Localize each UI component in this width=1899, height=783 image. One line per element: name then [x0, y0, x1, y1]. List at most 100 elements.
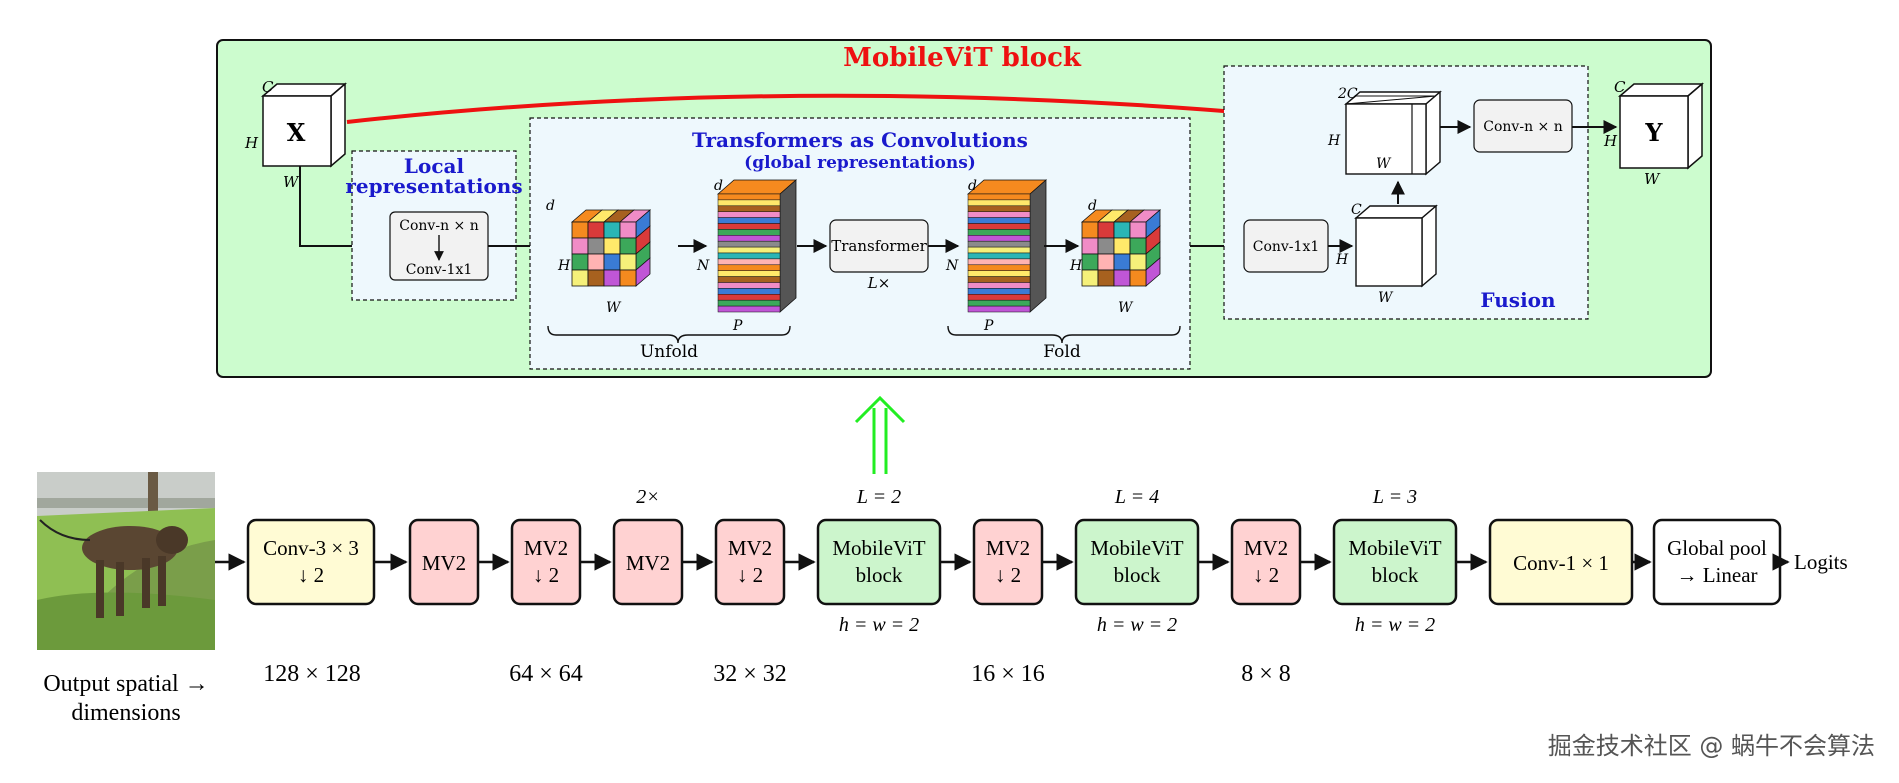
- local-conv-bottom: Conv-1x1: [406, 262, 473, 278]
- stage-label-line1: MV2: [626, 551, 670, 575]
- residual-connection-arrow: [346, 93, 1341, 131]
- dim-n-label: N: [696, 258, 710, 274]
- stage-label-line1: MV2: [728, 536, 772, 560]
- dim-w-label: W: [1644, 170, 1661, 188]
- local-title-line2: representations: [345, 174, 522, 198]
- output-label: Y: [1644, 118, 1663, 147]
- stage-box: [714, 518, 786, 606]
- pipeline-stage-5: MV2↓ 2: [714, 518, 816, 606]
- transformer-label: Transformer: [831, 237, 927, 255]
- stage-label-line1: MV2: [1244, 536, 1288, 560]
- concatenated-cube: [1345, 103, 1427, 175]
- dim-w-label: W: [283, 173, 300, 191]
- spatial-dims-label-line2: dimensions: [71, 700, 180, 726]
- stage-above-label: L = 3: [1372, 486, 1417, 508]
- stage-box: [1074, 518, 1200, 606]
- spatial-dim-value: 32 × 32: [713, 661, 787, 687]
- pipeline-stage-4: MV2 2×: [612, 486, 714, 606]
- dim-w-label: W: [606, 300, 622, 316]
- stage-below-label: h = w = 2: [1355, 614, 1435, 636]
- fusion-title: Fusion: [1480, 288, 1556, 312]
- dim-d-label: d: [546, 198, 555, 214]
- fold-brace: [947, 325, 1181, 344]
- stage-box: [1230, 518, 1302, 606]
- dim-c-label: C: [1614, 78, 1626, 96]
- stage-box: [1332, 518, 1458, 606]
- stage-box: [246, 518, 376, 606]
- dim-n-label: N: [945, 258, 959, 274]
- dim-h-label: H: [1335, 252, 1349, 268]
- spatial-dim-value: 16 × 16: [971, 661, 1045, 687]
- pipeline-stage-3: MV2↓ 2: [510, 518, 612, 606]
- stage-label-line1: MV2: [986, 536, 1030, 560]
- input-image: [37, 472, 215, 650]
- stage-below-label: h = w = 2: [839, 614, 919, 636]
- transformers-subtitle: (global representations): [744, 153, 976, 173]
- dim-w-label: W: [1378, 290, 1394, 306]
- dim-d-label: d: [1088, 198, 1097, 214]
- stage-label-line2: ↓ 2: [995, 563, 1021, 587]
- stage-below-label: h = w = 2: [1097, 614, 1177, 636]
- stage-above-label: 2×: [636, 486, 660, 508]
- stage-label-line1: MV2: [524, 536, 568, 560]
- pipeline-stage-11: Conv-1 × 1: [1488, 518, 1652, 606]
- pipeline-stage-7: MV2↓ 2: [972, 518, 1074, 606]
- pipeline-stage-2: MV2: [408, 518, 510, 606]
- dim-2c-label: 2C: [1337, 86, 1358, 102]
- stage-box: [1652, 518, 1782, 606]
- pipeline-stage-9: MV2↓ 2: [1230, 518, 1332, 606]
- spatial-dim-value: 128 × 128: [263, 661, 361, 687]
- stage-label-line1: Global pool: [1667, 536, 1767, 560]
- stage-box: [972, 518, 1044, 606]
- pipeline-stage-1: Conv-3 × 3↓ 2: [246, 518, 408, 606]
- stage-label-line1: Conv-1 × 1: [1513, 551, 1609, 575]
- pipeline-stage-12: Global pool → Linear: [1652, 518, 1790, 606]
- dim-h-label: H: [244, 134, 259, 152]
- unfold-brace: [547, 325, 791, 344]
- stage-box: [816, 518, 942, 606]
- dim-c-label: C: [262, 78, 274, 96]
- stage-label-line2: ↓ 2: [737, 563, 763, 587]
- dim-p-label: P: [732, 318, 743, 334]
- dim-h-label: H: [557, 258, 571, 274]
- spatial-dim-value: 64 × 64: [509, 661, 583, 687]
- stage-label-line2: block: [1372, 563, 1419, 587]
- unfold-label: Unfold: [640, 342, 698, 362]
- dim-w-label: W: [1376, 156, 1392, 172]
- folded-patch-stack: [966, 179, 1048, 313]
- fold-label: Fold: [1043, 342, 1081, 362]
- feature-cube-hw: [570, 209, 652, 287]
- dim-h-label: H: [1069, 258, 1083, 274]
- stage-label-line2: block: [856, 563, 903, 587]
- dim-w-label: W: [1118, 300, 1134, 316]
- mobilevit-block-panel: MobileViT block X C H W Local representa…: [216, 39, 1712, 378]
- unfolded-patch-stack: [716, 179, 798, 313]
- logits-label: Logits: [1794, 550, 1848, 574]
- stage-label-line2: → Linear: [1676, 563, 1757, 587]
- stage-label-line1: MV2: [422, 551, 466, 575]
- dim-c-label: C: [1351, 202, 1362, 218]
- input-tensor-x: X C H W: [244, 78, 348, 191]
- transformer-repeat: L×: [867, 274, 891, 292]
- stage-above-label: L = 2: [856, 486, 901, 508]
- spatial-dims-row: 128 × 128 64 × 64 32 × 32 16 × 16 8 × 8: [263, 661, 1291, 687]
- input-label: X: [287, 118, 306, 147]
- dim-h-label: H: [1327, 133, 1341, 149]
- dim-p-label: P: [983, 318, 994, 334]
- transformers-group: Transformers as Convolutions (global rep…: [529, 117, 1191, 370]
- local-title-line1: Local: [404, 154, 465, 178]
- spatial-dim-value: 8 × 8: [1241, 661, 1291, 687]
- feature-cube-hw: [1080, 209, 1162, 287]
- stage-label-line2: block: [1114, 563, 1161, 587]
- dim-d-label: d: [714, 178, 723, 194]
- spatial-dims-label-line1: Output spatial →: [43, 671, 208, 697]
- local-representations-group: Local representations Conv-n × n Conv-1x…: [345, 150, 523, 301]
- stage-label-line2: ↓ 2: [1253, 563, 1279, 587]
- block-title: MobileViT block: [843, 43, 1082, 73]
- stage-label-line1: Conv-3 × 3: [263, 536, 359, 560]
- output-tensor-y: Y C H W: [1603, 78, 1705, 188]
